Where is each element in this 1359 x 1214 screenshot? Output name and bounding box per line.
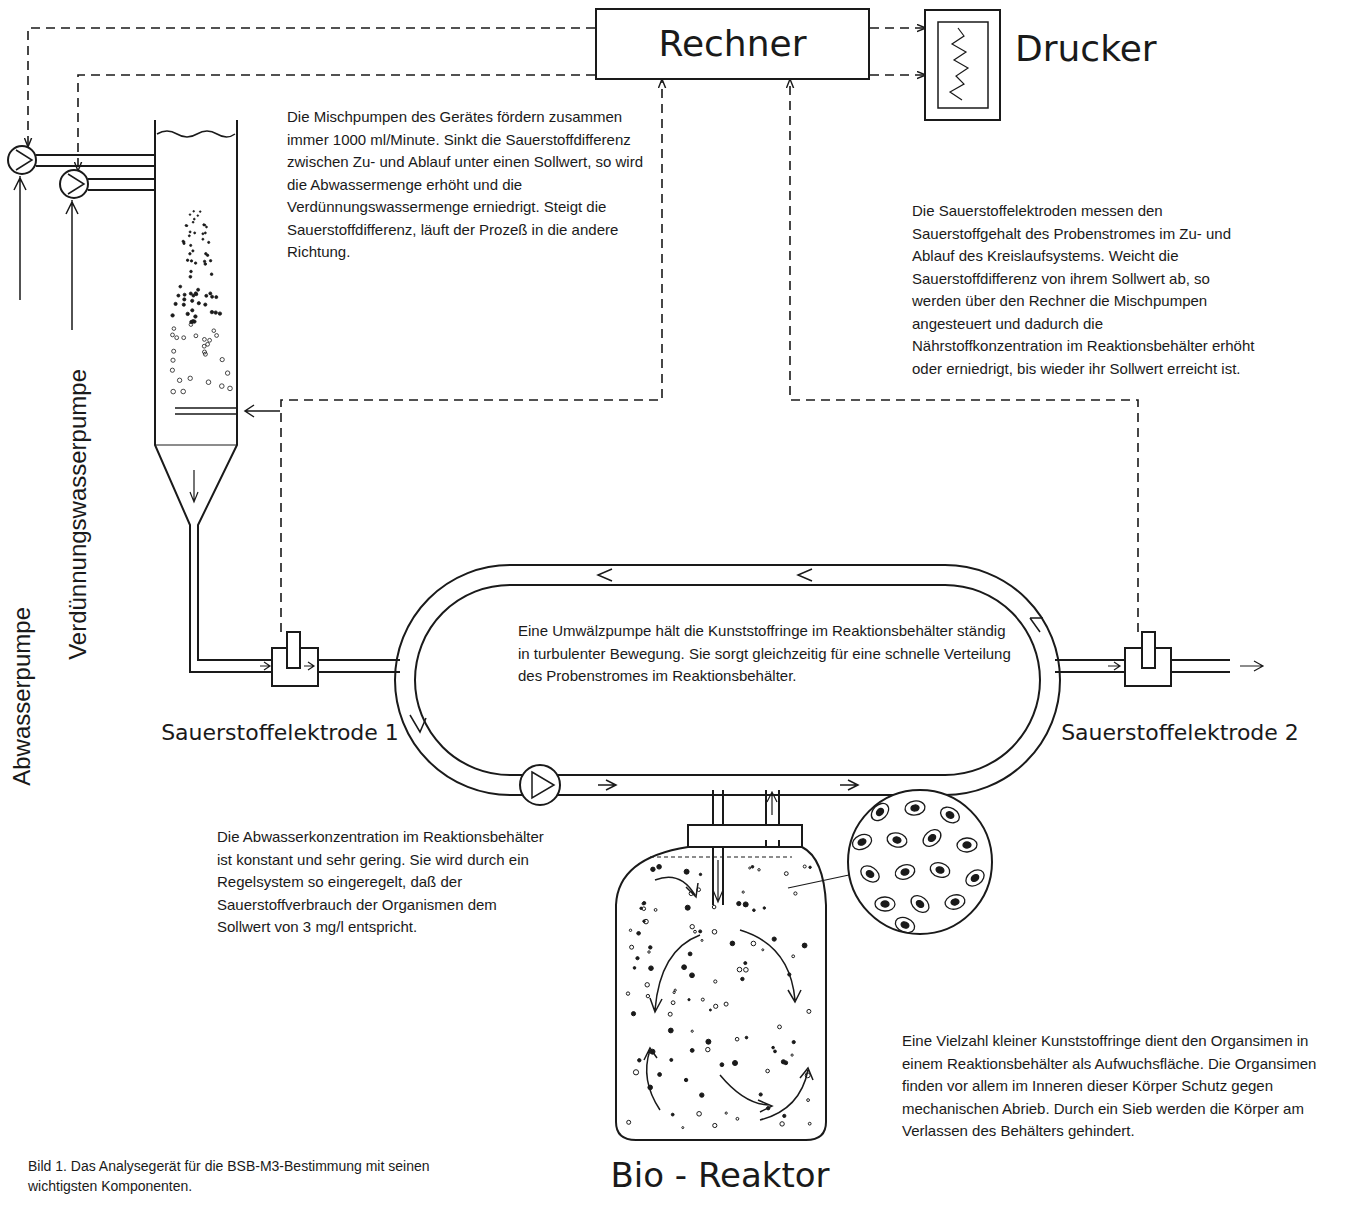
node-label: Abwasserpumpe [8, 607, 36, 786]
electrode-node: Sauerstoffelektrode 2 [1048, 632, 1312, 747]
node-label: Bio - Reaktor [583, 1156, 857, 1195]
printer-box [925, 10, 1000, 120]
node-label: Sauerstoffelektrode 1 [148, 720, 412, 745]
pump-symbol [60, 170, 88, 198]
pump-triangle [532, 772, 554, 798]
computer-box: Rechner [595, 8, 870, 80]
signal-line [870, 74, 925, 76]
node-label: Verdünnungswasserpumpe [64, 369, 92, 660]
node-label: Sauerstoffelektrode 2 [1048, 720, 1312, 745]
leader-line [788, 875, 849, 888]
pump-triangle [68, 174, 84, 194]
reactor-cap [688, 825, 802, 847]
pump-symbol [8, 146, 36, 174]
signal-line [870, 27, 925, 29]
circulation-pump [520, 765, 560, 805]
column-edge [155, 445, 237, 446]
electrode-rod [287, 632, 300, 668]
node-label: Drucker [1015, 28, 1157, 69]
circulation-loop-inner [415, 585, 1040, 775]
air-bubbles [170, 211, 232, 394]
flow-arrow [598, 569, 812, 581]
pipe [318, 660, 400, 672]
circulation-loop [395, 565, 1060, 795]
carrier-rings [626, 865, 811, 1129]
inlet-arrow [14, 176, 26, 300]
note-text: Eine Umwälzpumpe hält die Kunststoffring… [518, 620, 1018, 688]
note-text: Die Abwasserkonzentration im Reaktionsbe… [217, 826, 552, 939]
note-text: Die Sauerstoffelektroden messen den Saue… [912, 200, 1257, 380]
turbulence-arrows [644, 877, 813, 1120]
figure-caption: Bild 1. Das Analysegerät für die BSB-M3-… [28, 1156, 458, 1196]
flow-arrow [190, 470, 198, 502]
signal-line [790, 80, 1138, 632]
node-label: Rechner [597, 23, 868, 64]
air-inlet [175, 408, 237, 414]
printer-node: Drucker [925, 8, 1190, 123]
printer-paper [938, 22, 988, 108]
air-arrow [245, 405, 280, 417]
pump-node: Verdünnungswasserpumpe [60, 170, 100, 660]
note-text: Eine Vielzahl kleiner Kunststoffringe di… [902, 1030, 1347, 1143]
flow-arrow [1108, 661, 1263, 671]
reactor-pipe [713, 840, 779, 905]
bioreactor-node: Bio - Reaktor [583, 825, 857, 1197]
inlet-arrow [66, 200, 78, 330]
pipe [1171, 660, 1230, 672]
pipe [88, 179, 155, 190]
water-surface [157, 131, 235, 137]
note-text: Die Mischpumpen des Gerätes fördern zusa… [287, 106, 647, 264]
signal-line [28, 28, 595, 146]
pump-triangle [16, 150, 32, 170]
sieve [650, 856, 792, 857]
flow-arrow [260, 662, 314, 670]
signal-line [281, 80, 662, 632]
electrode-rod [1142, 632, 1155, 668]
pump-node: Abwasserpumpe [4, 146, 44, 786]
printer-trace [950, 28, 968, 100]
electrode-node: Sauerstoffelektrode 1 [148, 632, 412, 747]
flow-arrow [410, 618, 1043, 732]
mixing-column [155, 120, 272, 672]
flow-arrow [598, 780, 858, 790]
pipe [36, 155, 155, 166]
reactor-bottle [616, 847, 826, 1140]
inset-circle [848, 790, 992, 934]
plastic-rings [850, 800, 987, 936]
